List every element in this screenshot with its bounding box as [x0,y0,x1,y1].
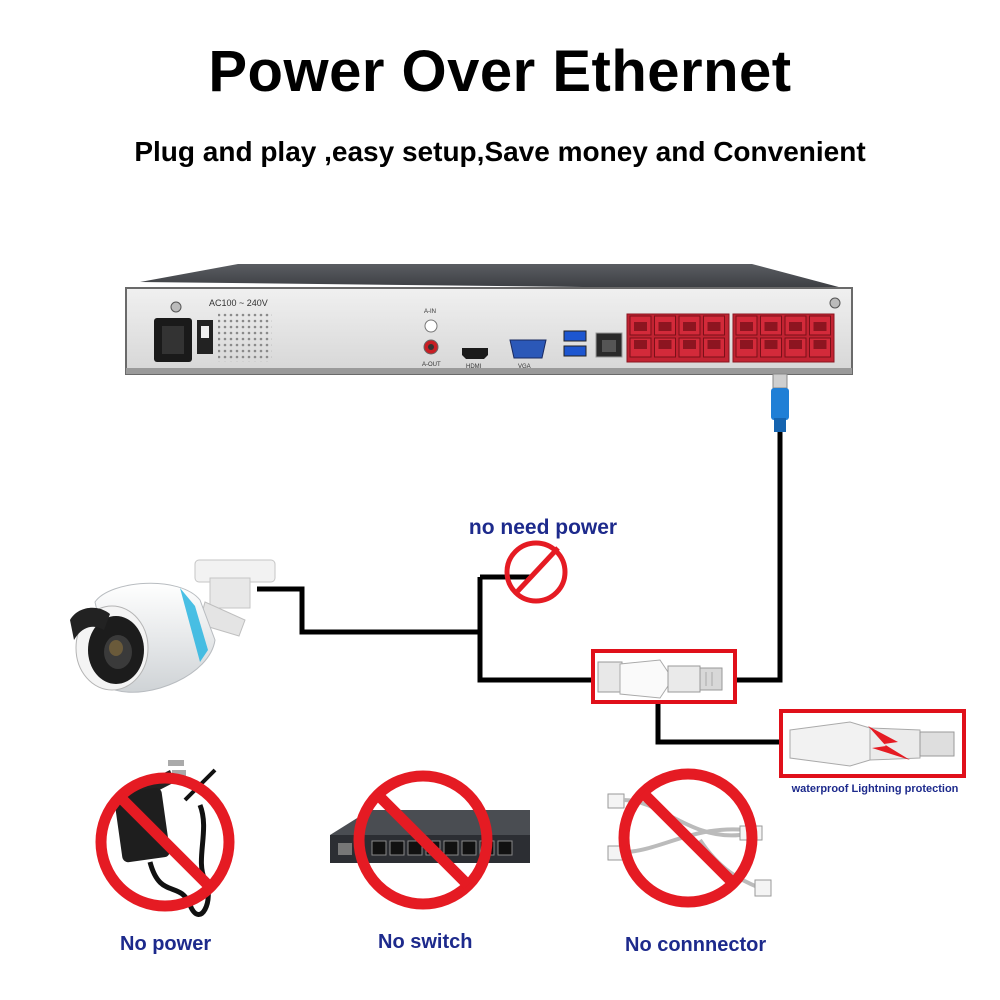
poe-port-slot [683,340,696,349]
no-connector-label: No connnector [625,934,767,956]
no-cable-connector [607,768,772,908]
hdmi-port-icon [462,348,488,359]
no-need-power-label: no need power [469,516,617,539]
usb-port-icon [563,345,587,357]
poe-port-slot [658,322,672,331]
lightning-protection-label: waterproof Lightning protection [791,783,959,795]
switch-port [497,840,513,856]
poe-port-slot [707,322,721,331]
switch-port [461,840,477,856]
page-title: Power Over Ethernet [208,39,792,104]
switch-port [443,840,459,856]
poe-port-slot [789,322,802,331]
lightning-protector [779,709,966,778]
no-power-label: No power [120,933,212,955]
nvr-top-panel [140,264,850,290]
poe-port-slot [813,322,827,331]
nvr-recorder: AC100 ~ 240V A-IN A-OUT HDMI VGA [125,264,853,375]
screw-icon [829,297,841,309]
lightning-branch-cable [655,702,784,745]
switch-port [371,840,387,856]
cables [257,430,784,745]
poe-port-slot [813,340,827,349]
usb-port-icon [563,330,587,342]
bullet-camera-icon [70,559,276,693]
poe-ports [629,315,831,358]
vga-port-icon [509,339,547,359]
poe-port-slot [740,340,753,349]
lightning-bolt-icon [868,726,910,760]
vga-label: VGA [518,364,531,370]
switch-port [407,840,423,856]
vent-grille [218,312,272,362]
poe-port-slot [789,340,802,349]
poe-port-slot [707,340,721,349]
switch-port [389,840,405,856]
page-subtitle: Plug and play ,easy setup,Save money and… [134,136,866,167]
poe-port-slot [634,322,647,331]
audio-in-label: A-IN [424,309,436,315]
power-rating-label: AC100 ~ 240V [209,298,268,308]
audio-in-port-icon [424,319,438,333]
no-switch-label: No switch [378,931,473,953]
poe-port-slot [764,322,778,331]
no-network-switch [330,770,530,910]
splitter-main-cable [477,577,594,683]
poe-port-slot [658,340,672,349]
poe-port-slot [634,340,647,349]
poe-splitter [591,649,737,704]
audio-out-label: A-OUT [422,362,441,368]
poe-port-slot [764,340,778,349]
no-power-needed-icon [504,540,568,604]
ethernet-plug-icon [771,373,789,432]
camera-cable [257,586,480,635]
poe-port-slot [740,322,753,331]
no-power-adapter [95,760,235,917]
hdmi-label: HDMI [466,364,482,370]
nvr-to-splitter-cable [735,430,783,683]
poe-port-slot [683,322,696,331]
screw-icon [170,301,182,313]
